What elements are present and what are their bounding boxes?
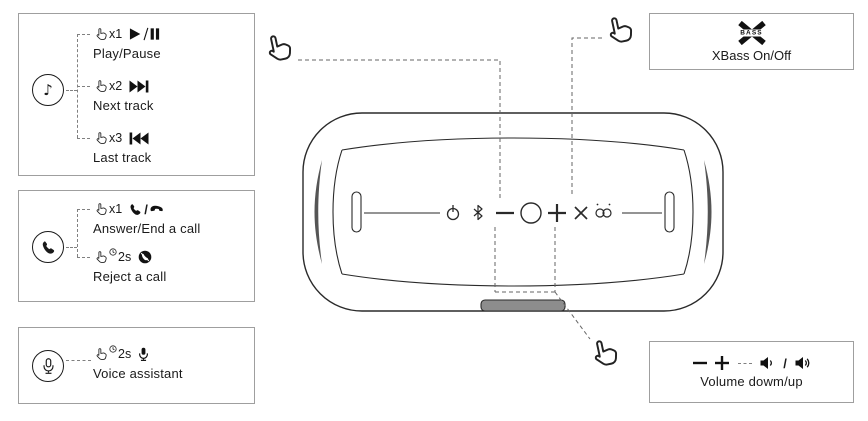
dashed-connector — [66, 247, 77, 248]
tap-hand-icon — [260, 32, 294, 71]
play-pause-row: x1 Play/Pause — [93, 26, 161, 61]
reject-call-icon — [138, 250, 152, 264]
reject-call-row: 2s Reject a call — [93, 248, 167, 284]
clock-icon — [109, 345, 117, 353]
dashed-connector — [77, 34, 90, 35]
bluetooth-button — [473, 204, 483, 221]
tap-icon — [93, 250, 108, 265]
xbass-logo-text: BASS — [739, 29, 764, 36]
reject-call-label: Reject a call — [93, 269, 167, 284]
xbass-panel: BASS XBass On/Off — [649, 13, 854, 70]
dashed-connector — [66, 90, 77, 91]
voice-assistant-label: Voice assistant — [93, 366, 183, 381]
slash-separator: / — [783, 355, 787, 371]
right-grille — [704, 160, 712, 264]
bottom-grille — [480, 299, 566, 312]
tap-count: x2 — [109, 79, 123, 93]
tap-icon — [93, 202, 108, 217]
tap-count: x1 — [109, 202, 123, 216]
volume-up-button — [548, 204, 566, 222]
slash-separator: / — [144, 201, 148, 217]
dashed-connector — [77, 86, 90, 87]
dashed-connector — [77, 257, 90, 258]
music-controls-panel: ♪ x1 Play/Pause x2 — [18, 13, 255, 176]
hold-duration: 2s — [118, 347, 132, 361]
dashed-connector — [77, 138, 90, 139]
next-track-row: x2 Next track — [93, 78, 154, 113]
next-track-label: Next track — [93, 98, 154, 113]
answer-call-icon — [129, 203, 142, 216]
dashed-connector — [77, 209, 78, 257]
plus-icon — [715, 356, 730, 370]
hold-duration: 2s — [118, 250, 132, 264]
volume-down-icon — [760, 357, 773, 369]
volume-label: Volume dowm/up — [700, 373, 803, 389]
answer-end-call-row: x1 / Answer/End a call — [93, 201, 201, 237]
dashed-connector — [66, 360, 91, 361]
music-note-icon: ♪ — [32, 74, 64, 106]
xbass-button — [574, 206, 588, 220]
music-note-glyph: ♪ — [43, 80, 53, 99]
call-controls-panel: x1 / Answer/End a call 2s — [18, 190, 255, 302]
dashed-connector — [738, 362, 753, 364]
voice-assistant-icon — [139, 347, 149, 361]
tap-icon — [93, 131, 108, 146]
clock-icon — [109, 248, 117, 256]
play-pause-icon — [130, 27, 160, 41]
xbass-label: XBass On/Off — [711, 47, 792, 63]
end-call-icon — [150, 203, 163, 216]
last-track-label: Last track — [93, 150, 152, 165]
minus-icon — [693, 361, 708, 365]
tap-icon — [93, 347, 108, 362]
multifunction-button — [520, 202, 542, 224]
tap-icon — [93, 79, 108, 94]
tap-hand-icon — [601, 14, 635, 53]
left-strap-button — [351, 191, 362, 233]
right-strap-button — [664, 191, 675, 233]
xbass-logo: BASS — [734, 20, 770, 45]
voice-assistant-row: 2s Voice assistant — [93, 345, 183, 381]
gesture-connectors — [298, 37, 602, 340]
tap-count: x1 — [109, 27, 123, 41]
tap-hand-icon — [586, 337, 620, 376]
last-track-icon — [129, 132, 149, 144]
tap-icon — [93, 27, 108, 42]
power-button — [446, 205, 460, 221]
microphone-icon — [32, 350, 64, 382]
last-track-row: x3 Last track — [93, 130, 151, 165]
next-track-icon — [129, 80, 149, 92]
dashed-connector — [77, 209, 90, 210]
volume-up-icon — [795, 357, 810, 369]
voice-assistant-panel: 2s Voice assistant — [18, 327, 255, 404]
play-pause-label: Play/Pause — [93, 46, 161, 61]
tap-count: x3 — [109, 131, 123, 145]
link-button — [595, 203, 612, 218]
left-grille — [314, 160, 322, 264]
speaker-illustration — [302, 112, 724, 312]
volume-panel: / Volume dowm/up — [649, 341, 854, 403]
answer-end-call-label: Answer/End a call — [93, 221, 201, 236]
phone-icon — [32, 231, 64, 263]
